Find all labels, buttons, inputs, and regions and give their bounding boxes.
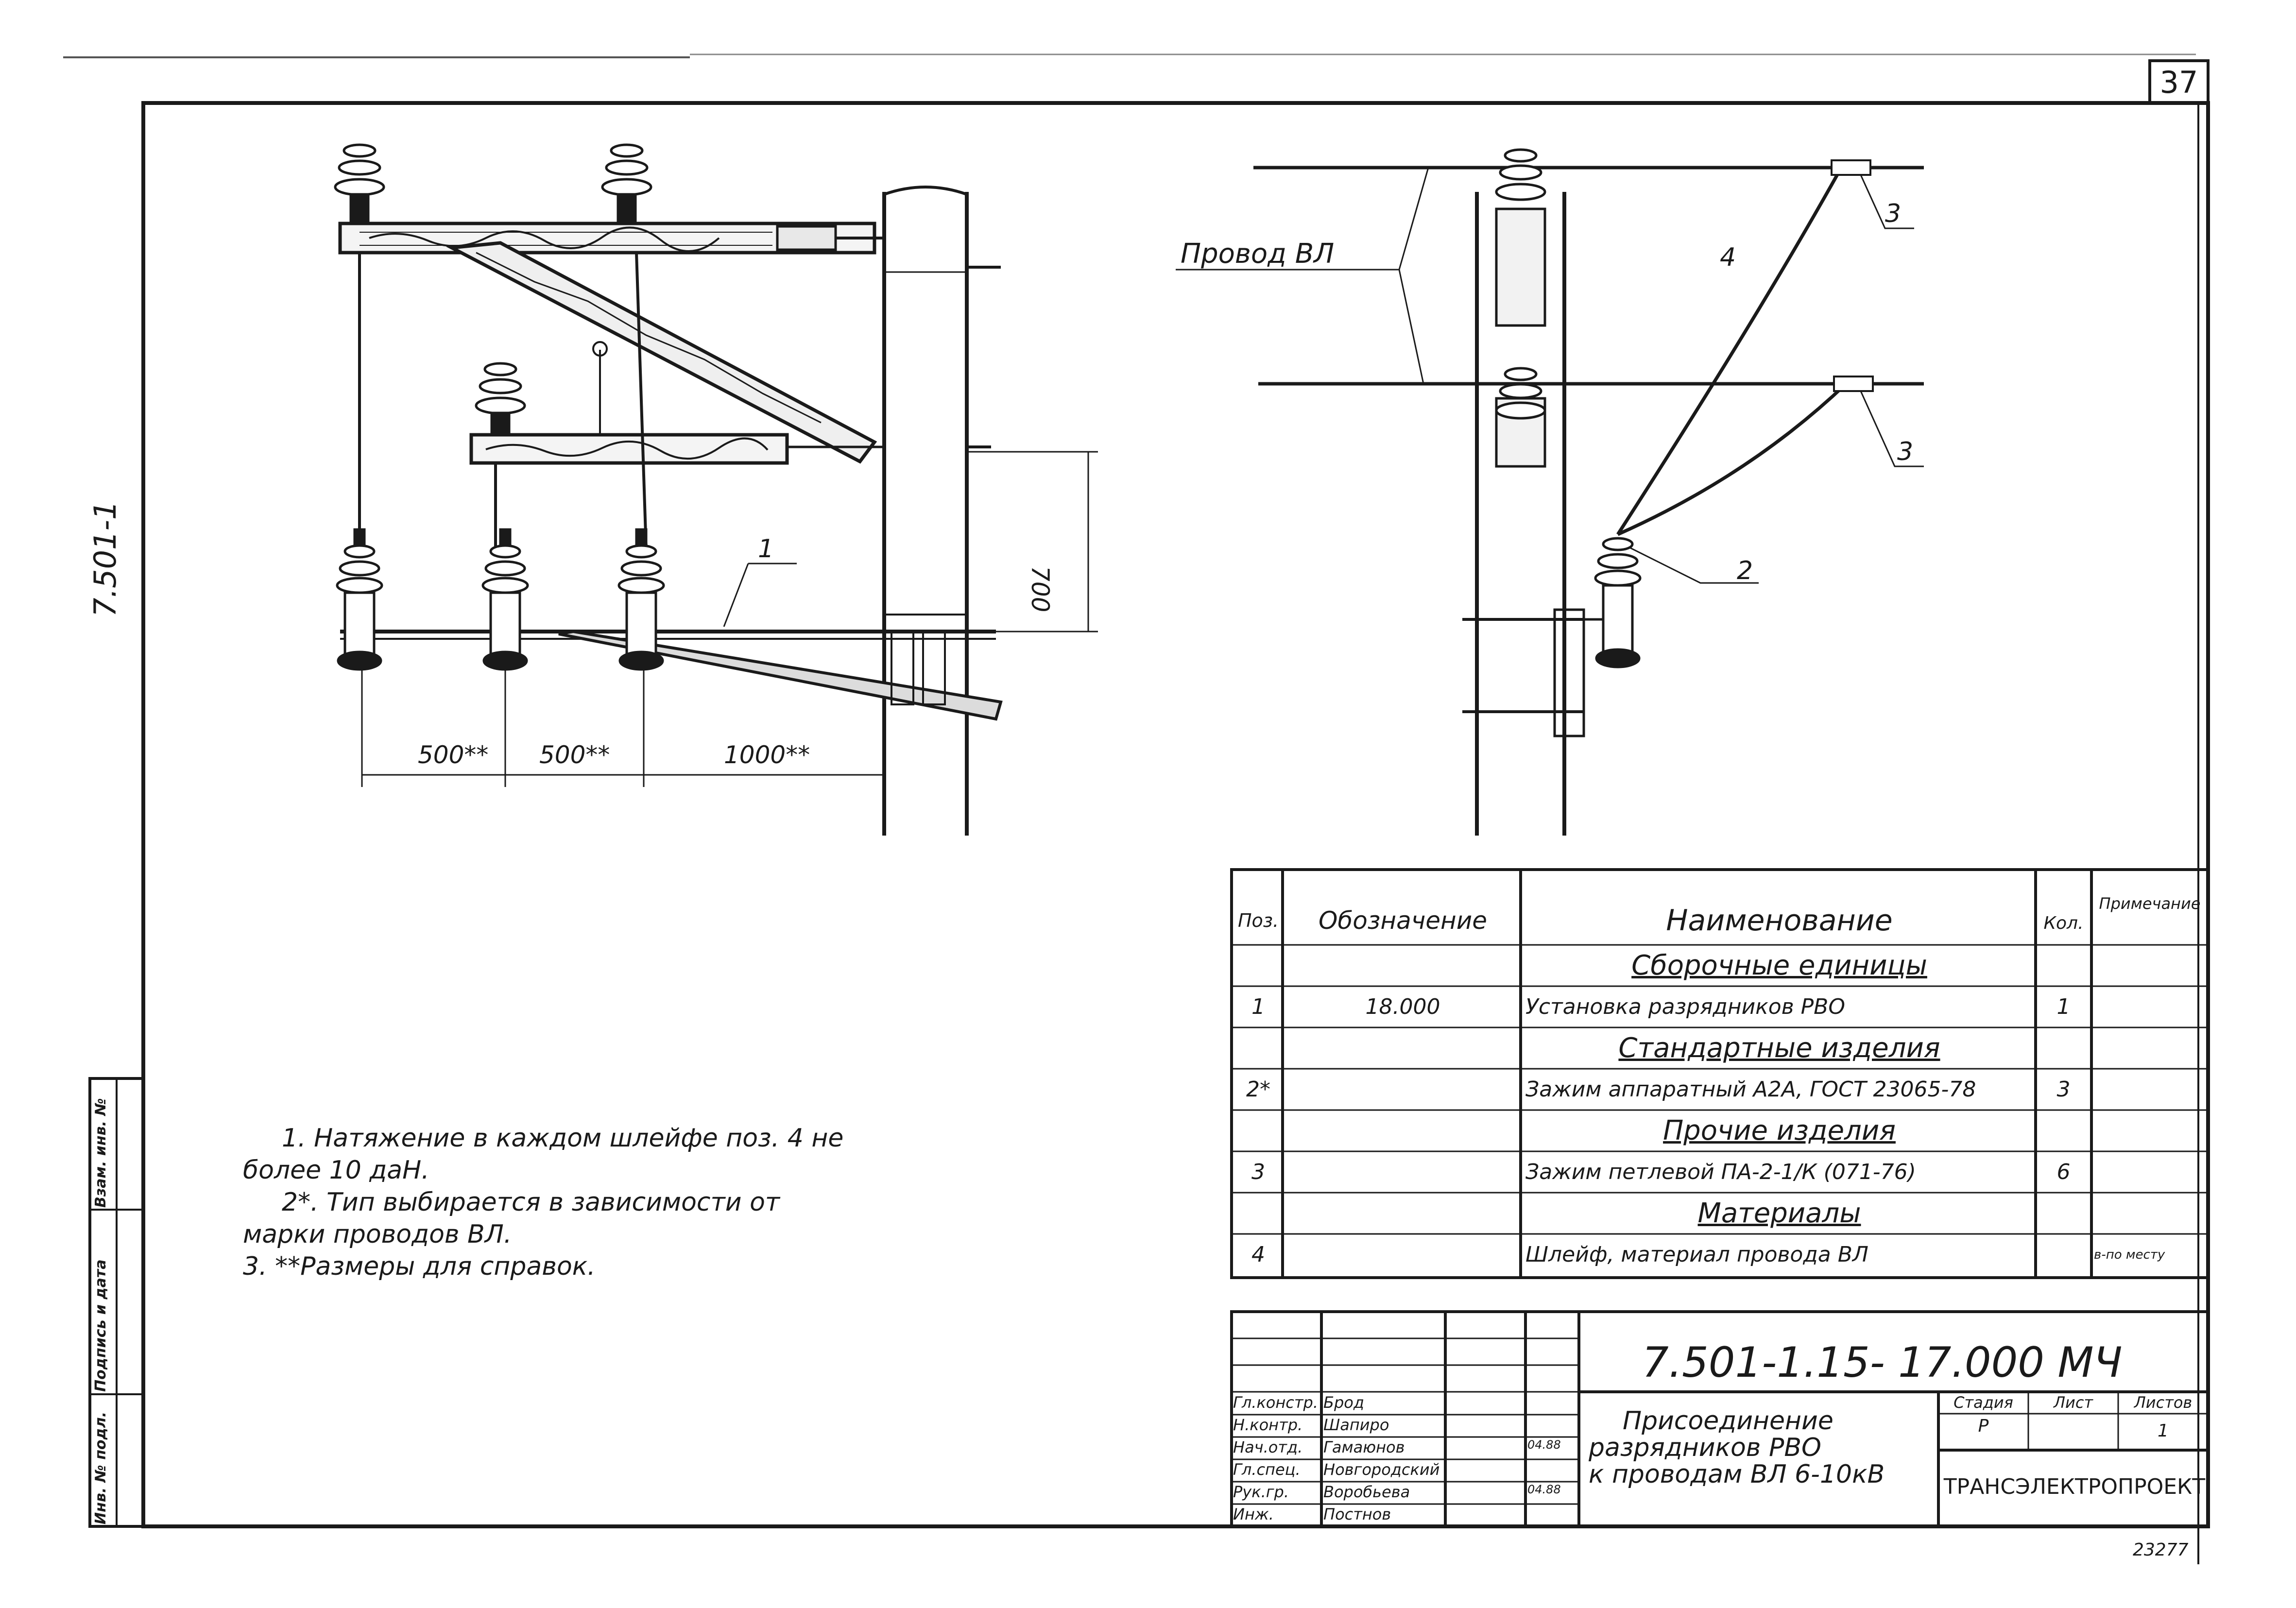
signature-1-role: Гл.констр. xyxy=(1233,1393,1318,1412)
wire-label: Провод ВЛ xyxy=(1181,238,1335,270)
signature-5-role: Рук.гр. xyxy=(1233,1483,1289,1501)
stage-value: Р xyxy=(1978,1416,1989,1436)
spec-row-6-qty: 6 xyxy=(2056,1160,2071,1184)
note-line-3: 2*. Тип выбирается в зависимости от xyxy=(282,1188,780,1217)
spec-row-8-pos: 4 xyxy=(1251,1242,1265,1267)
spec-row-4-qty: 3 xyxy=(2056,1077,2071,1102)
spec-header-designation: Обозначение xyxy=(1319,907,1487,935)
signature-3-date: 04.88 xyxy=(1527,1438,1561,1452)
pos-label-3-bottom: 3 xyxy=(1897,437,1914,466)
pos-label-2: 2 xyxy=(1737,556,1753,585)
spec-row-2-designation: 18.000 xyxy=(1365,994,1440,1019)
pos-label-4: 4 xyxy=(1720,243,1736,272)
spec-row-6-pos: 3 xyxy=(1251,1160,1265,1184)
spec-row-2-pos: 1 xyxy=(1251,994,1265,1019)
sheets-value: 1 xyxy=(2158,1421,2169,1441)
arrester-group-lower xyxy=(336,528,665,671)
note-line-4: марки проводов ВЛ. xyxy=(243,1220,512,1249)
dim-500-a: 500** xyxy=(418,741,489,769)
note-line-5: 3. **Размеры для справок. xyxy=(243,1252,596,1281)
doc-title-3: к проводам ВЛ 6-10кВ xyxy=(1589,1460,1885,1489)
stage-header: Стадия xyxy=(1953,1393,2013,1412)
spec-row-2-qty: 1 xyxy=(2056,994,2071,1019)
insulator-group-upper xyxy=(334,143,652,434)
pos-label-3-top: 3 xyxy=(1885,199,1902,228)
sheets-header: Листов xyxy=(2134,1393,2193,1412)
spec-header-note: Примечание xyxy=(2099,894,2201,913)
dim-500-b: 500** xyxy=(539,741,610,769)
signature-5-name: Воробьева xyxy=(1323,1483,1410,1501)
dim-1000: 1000** xyxy=(724,741,810,769)
signature-3-name: Гамаюнов xyxy=(1323,1438,1405,1456)
signature-6-role: Инж. xyxy=(1233,1505,1274,1523)
organization: ТРАНСЭЛЕКТРОПРОЕКТ xyxy=(1943,1474,2206,1499)
signature-4-role: Гл.спец. xyxy=(1233,1460,1301,1479)
spec-row-1-name: Сборочные единицы xyxy=(1631,950,1927,981)
spec-header-qty: Кол. xyxy=(2043,913,2084,933)
sheet-header: Лист xyxy=(2053,1393,2093,1412)
serial-number: 23277 xyxy=(2133,1540,2189,1560)
spec-row-7-name: Материалы xyxy=(1697,1197,1861,1229)
doc-title-2: разрядников РВО xyxy=(1589,1433,1821,1462)
sheet-number: 37 xyxy=(2159,65,2198,100)
signature-2-role: Н.контр. xyxy=(1233,1416,1303,1434)
spec-header-pos: Поз. xyxy=(1237,910,1279,931)
signature-3-role: Нач.отд. xyxy=(1233,1438,1303,1456)
notes: 1. Натяжение в каждом шлейфе поз. 4 не б… xyxy=(243,1122,1020,1283)
doc-code: 7.501-1.15- 17.000 МЧ xyxy=(1642,1338,2123,1387)
spec-row-8-note: в-по месту xyxy=(2094,1247,2165,1262)
spec-row-5-name: Прочие изделия xyxy=(1663,1115,1896,1146)
spec-row-4-pos: 2* xyxy=(1246,1077,1270,1102)
note-line-1: 1. Натяжение в каждом шлейфе поз. 4 не xyxy=(282,1124,844,1153)
doc-title-1: Присоединение xyxy=(1623,1406,1833,1436)
signature-6-name: Постнов xyxy=(1323,1505,1391,1523)
spec-row-3-name: Стандартные изделия xyxy=(1618,1032,1940,1064)
signature-1-name: Брод xyxy=(1323,1393,1364,1412)
note-line-2: более 10 даН. xyxy=(243,1156,429,1185)
spec-row-6-name: Зажим петлевой ПА-2-1/К (071-76) xyxy=(1525,1160,1916,1184)
spec-row-2-name: Установка разрядников РВО xyxy=(1525,994,1845,1019)
spec-row-8-name: Шлейф, материал провода ВЛ xyxy=(1525,1242,1868,1267)
signature-4-name: Новгородский xyxy=(1323,1460,1440,1479)
signature-2-name: Шапиро xyxy=(1323,1416,1389,1434)
signature-5-date: 04.88 xyxy=(1527,1483,1561,1496)
spec-row-4-name: Зажим аппаратный А2А, ГОСТ 23065-78 xyxy=(1525,1077,1976,1102)
spec-header-name: Наименование xyxy=(1666,904,1893,938)
position-label-1: 1 xyxy=(758,534,774,564)
